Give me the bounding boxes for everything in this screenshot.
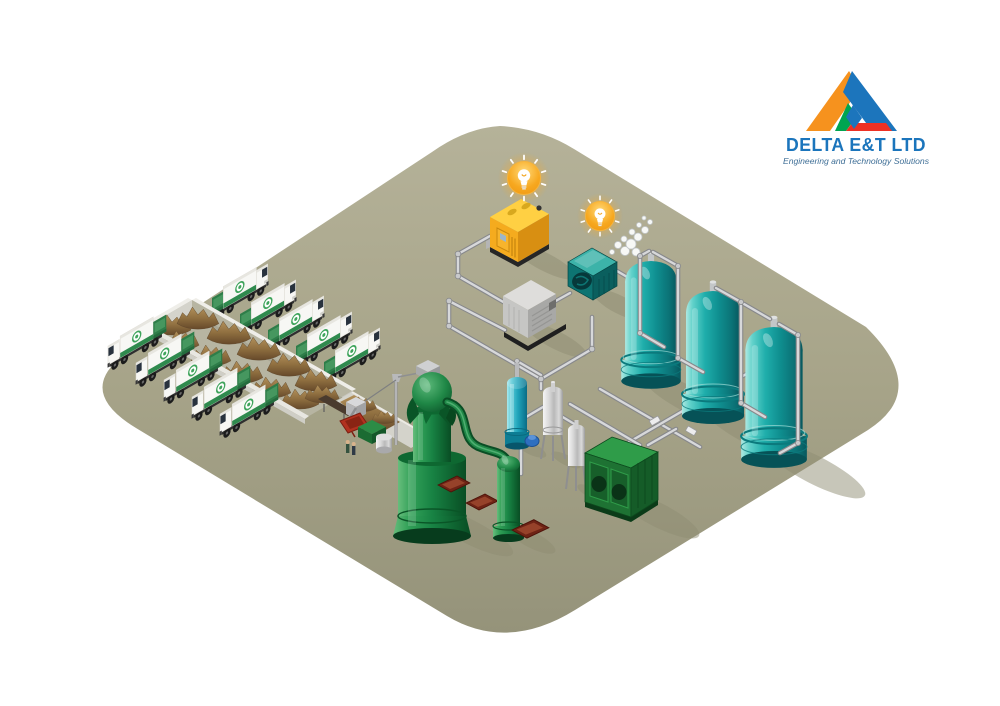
storage-drum: [376, 433, 392, 454]
logo-title: DELTA E&T LTD: [786, 134, 926, 155]
digester-tower: [393, 360, 512, 544]
light-bulb-icon: [497, 151, 551, 205]
secondary-tower: [492, 455, 550, 542]
scrubber-column: [504, 363, 540, 450]
grab-crane: [339, 371, 425, 455]
company-logo: DELTA E&T LTD Engineering and Technology…: [783, 71, 930, 166]
cooling-fan: [591, 476, 607, 492]
platform: [102, 126, 899, 633]
light-bulb-icon: [576, 192, 624, 240]
logo-triangle-icon: [806, 71, 897, 131]
steam-puffs: [609, 215, 653, 257]
gas-storage-tank-2: [681, 279, 745, 425]
filter-vessel-2: [565, 420, 587, 491]
circulation-pump: [524, 435, 540, 447]
filter-vessel-1: [540, 381, 566, 461]
chp-engine-unit: [567, 247, 618, 301]
worker-figure: [345, 440, 350, 453]
cooling-fan: [611, 484, 627, 500]
platform-ground: [102, 126, 899, 633]
worker-figure: [351, 442, 356, 455]
digester-dome: [412, 372, 452, 412]
pipe-flange: [649, 415, 661, 426]
pipe-flange: [685, 425, 697, 436]
digester-pipe: [442, 397, 512, 465]
generator-yellow: [486, 199, 549, 267]
pipe-joints: [637, 252, 802, 446]
tank-pipes: [637, 248, 802, 456]
gas-storage-tank-1: [620, 249, 682, 390]
generator-gray: [503, 280, 566, 351]
pipe-joints: [445, 250, 596, 423]
cooling-unit: [584, 436, 659, 522]
logo-subtitle: Engineering and Technology Solutions: [783, 156, 930, 166]
